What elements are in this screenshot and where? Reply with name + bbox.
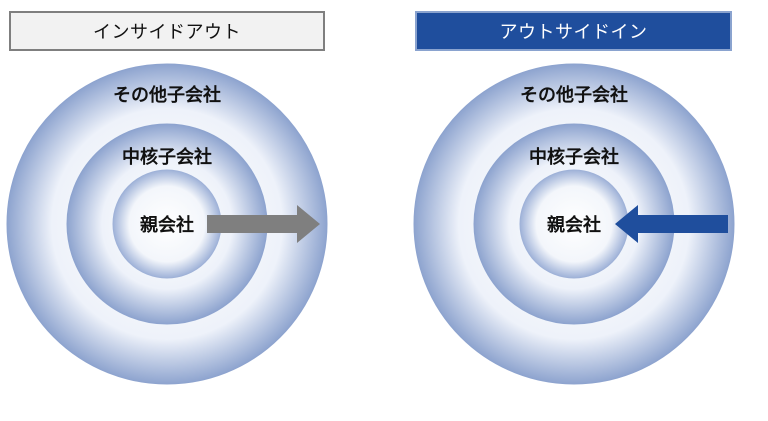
outer-ring-label: その他子会社: [520, 84, 628, 106]
middle-ring-label: 中核子会社: [529, 146, 619, 168]
inside-out-title: インサイドアウト: [9, 11, 325, 51]
outward-arrow: [207, 205, 320, 243]
inner-ring-label: 親会社: [547, 214, 601, 236]
inside-out-panel: インサイドアウト その他子会社 中核子会社 親会社: [6, 11, 328, 385]
inside-out-diagram: その他子会社 中核子会社 親会社: [6, 63, 328, 385]
middle-ring-label: 中核子会社: [122, 146, 212, 168]
outside-in-panel: アウトサイドイン その他子会社 中核子会社 親会社: [384, 0, 768, 421]
outside-in-title: アウトサイドイン: [415, 11, 732, 51]
inward-arrow: [615, 205, 728, 243]
inner-ring-label: 親会社: [140, 214, 194, 236]
outside-in-diagram: その他子会社 中核子会社 親会社: [413, 63, 735, 385]
outer-ring-label: その他子会社: [113, 84, 221, 106]
